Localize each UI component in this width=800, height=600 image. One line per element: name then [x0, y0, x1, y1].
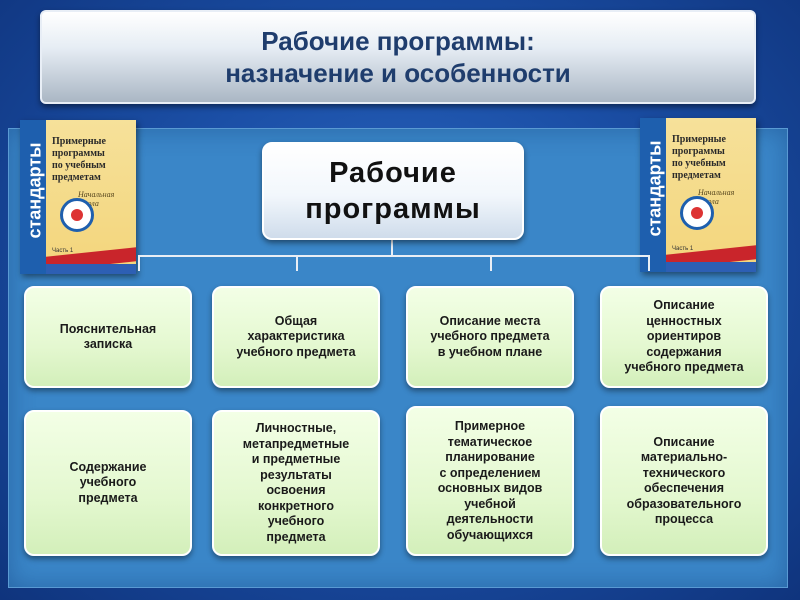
connector-left: [138, 255, 140, 271]
connector-horizontal: [138, 255, 650, 257]
center-box: Рабочие программы: [262, 142, 524, 240]
book-cover-left: стандарты Примерные программы по учебным…: [20, 120, 136, 274]
book-spine-text: стандарты: [644, 140, 665, 237]
card-text: Содержание учебного предмета: [69, 459, 147, 505]
book-spine: [640, 118, 666, 272]
book-part-label: Часть 1: [672, 246, 694, 252]
book-logo-icon: [60, 198, 94, 232]
connector-mid-left: [296, 255, 298, 271]
book-spine: [20, 120, 46, 274]
book-stripe-blue: [46, 264, 136, 274]
card-value-orientations: Описание ценностных ориентиров содержани…: [600, 286, 768, 388]
card-explanatory-note: Пояснительная записка: [24, 286, 192, 388]
connector-mid-right: [490, 255, 492, 271]
card-text: Пояснительная записка: [59, 321, 157, 352]
card-text: Общая характеристика учебного предмета: [236, 313, 356, 359]
card-text: Описание ценностных ориентиров содержани…: [624, 298, 744, 375]
card-learning-results: Личностные, метапредметные и предметные …: [212, 410, 380, 556]
connector-center-down: [391, 236, 393, 256]
title-bar: Рабочие программы: назначение и особенно…: [40, 10, 756, 104]
book-stripe-blue: [666, 262, 756, 272]
book-logo-icon: [680, 196, 714, 230]
book-cover-title: Примерные программы по учебным предметам: [52, 136, 106, 183]
card-place-in-plan: Описание места учебного предмета в учебн…: [406, 286, 574, 388]
title-line-2: назначение и особенности: [225, 58, 571, 88]
book-cover-title: Примерные программы по учебным предметам: [672, 134, 726, 181]
card-text: Примерное тематическое планирование с оп…: [437, 419, 543, 542]
card-material-support: Описание материально- технического обесп…: [600, 406, 768, 556]
card-subject-content: Содержание учебного предмета: [24, 410, 192, 556]
book-spine-text: стандарты: [24, 142, 45, 239]
connector-right: [648, 255, 650, 271]
card-text: Описание материально- технического обесп…: [626, 434, 742, 527]
center-line-1: Рабочие: [329, 157, 457, 189]
center-line-2: программы: [305, 193, 481, 225]
book-part-label: Часть 1: [52, 248, 74, 254]
card-thematic-planning: Примерное тематическое планирование с оп…: [406, 406, 574, 556]
card-text: Описание места учебного предмета в учебн…: [430, 313, 550, 359]
card-text: Личностные, метапредметные и предметные …: [242, 421, 350, 544]
card-general-characteristics: Общая характеристика учебного предмета: [212, 286, 380, 388]
title-line-1: Рабочие программы:: [261, 26, 535, 56]
book-cover-right: стандарты Примерные программы по учебным…: [640, 118, 756, 272]
